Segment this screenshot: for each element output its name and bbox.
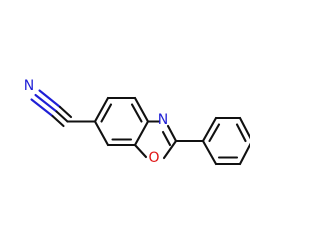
ring-bond: [133, 120, 150, 147]
c-n-double-bond: [166, 124, 178, 143]
phenyl-bond: [238, 116, 250, 140]
ring-o-label: O: [148, 150, 159, 166]
triple-bond-line-1: [38, 89, 62, 109]
molecule-canvas: N N O: [23, 78, 250, 166]
phenyl-bond: [201, 116, 218, 143]
triple-bond-line-1-c: [58, 105, 73, 119]
triple-bond-line-3-c: [51, 114, 65, 128]
o-c-bond: [162, 139, 178, 160]
triple-bond-line-3: [30, 98, 54, 118]
phenyl-bond: [238, 142, 250, 166]
c-o-bond: [133, 143, 148, 159]
ring-n-label: N: [158, 112, 168, 128]
phenyl-double-bond-inner: [235, 123, 247, 143]
c-n-double-bond-inner: [161, 130, 172, 147]
nitrile-n-label: N: [24, 78, 34, 94]
double-bond-inner: [130, 103, 143, 123]
triple-bond-line-2: [34, 93, 58, 113]
triple-bond-line-2-c: [55, 110, 69, 123]
ring-bond: [133, 96, 150, 123]
phenyl-double-bond-inner: [208, 123, 221, 143]
ring-bond: [93, 96, 110, 123]
structure-diagram: N N O: [24, 78, 250, 166]
ring-bond: [93, 120, 110, 147]
phenyl-bond: [201, 139, 218, 166]
double-bond-inner: [100, 103, 113, 123]
